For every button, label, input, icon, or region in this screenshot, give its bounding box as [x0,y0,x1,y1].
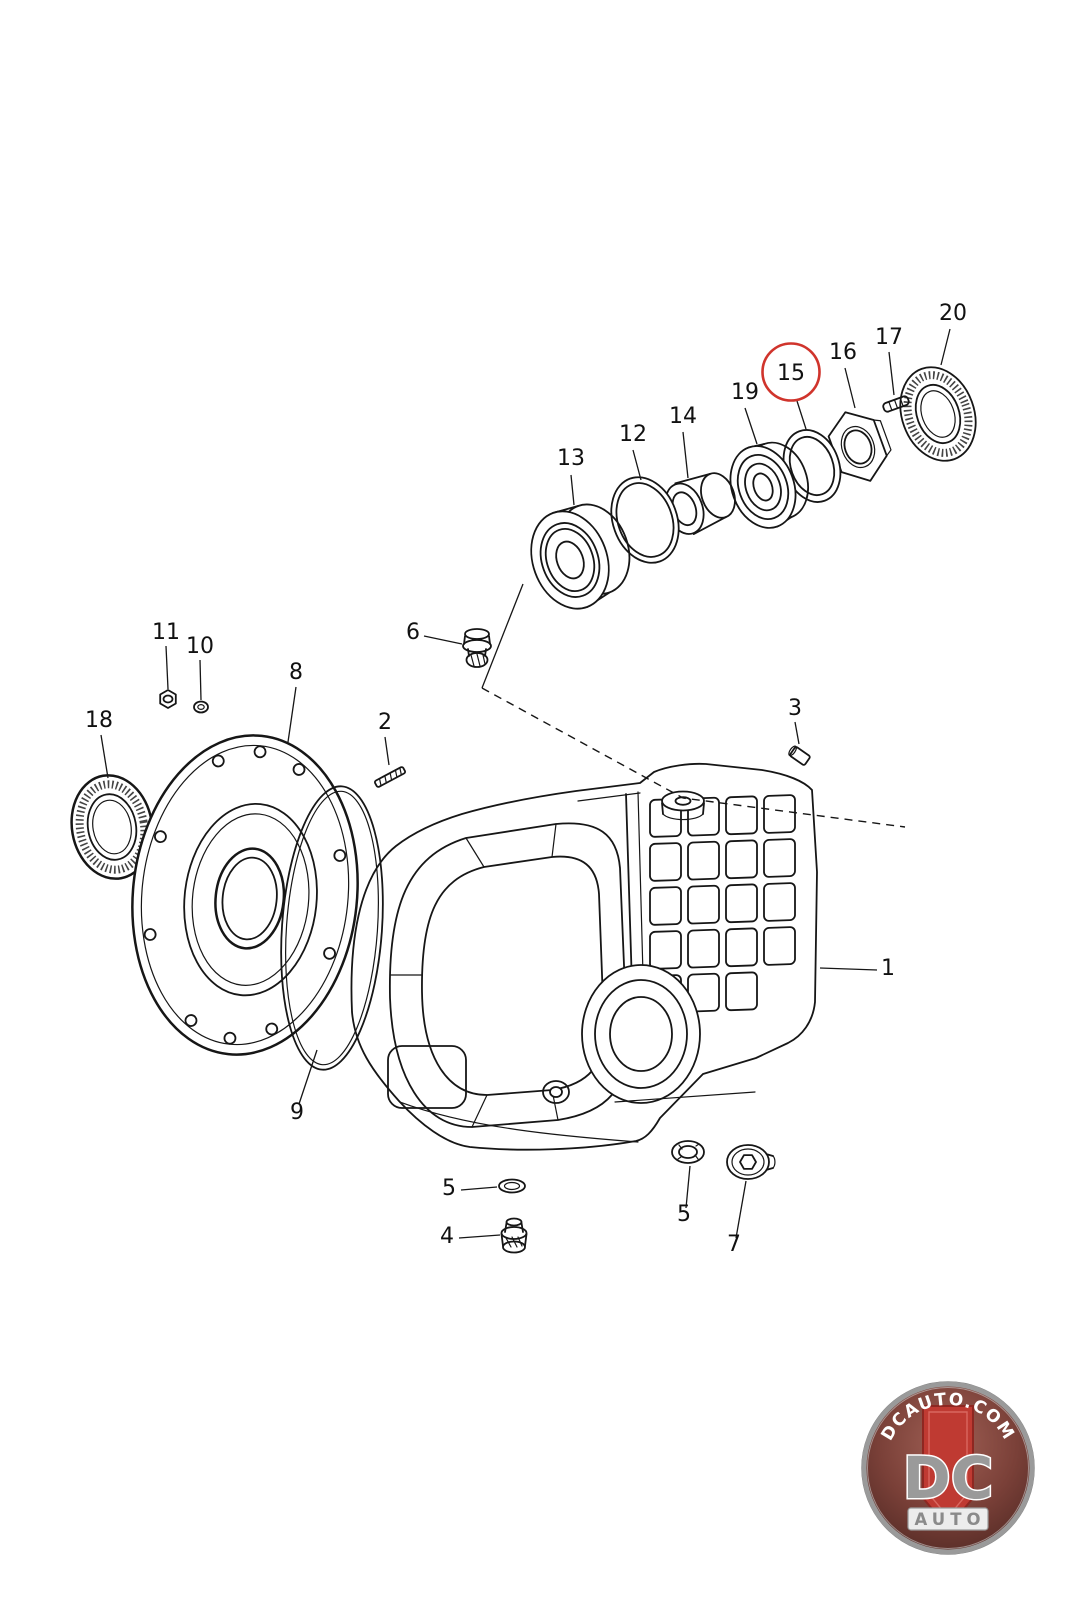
callout-15: 15 [777,361,805,386]
logo-shield-inner-line [928,1411,968,1519]
part-15-spacer-ring [782,429,842,503]
part-4-drain-plug [500,1217,528,1254]
part-8-cover-plate [131,734,359,1056]
callout-12: 12 [619,422,647,447]
dcauto-logo: DCAUTO.COM DC AUTO [861,1381,1035,1555]
callout-9: 9 [290,1100,304,1125]
part-3-dowel-pin [788,745,811,766]
leader-lines [100,328,951,1239]
part-12-snap-ring [610,476,680,564]
part-5-seal-washer-left [498,1178,526,1194]
part-18-seal-ring [70,774,154,880]
part-9-o-ring [280,785,384,1071]
part-1-final-drive-housing [350,762,818,1151]
part-20-shaft-seal [899,366,977,462]
part-10-washer [193,700,209,714]
callout-7: 7 [727,1232,741,1257]
part-7-filler-plug [726,1144,776,1180]
callout-5-left: 5 [442,1176,456,1201]
part-17-roll-pin [882,395,910,413]
callout-20: 20 [939,301,967,326]
callout-19: 19 [731,380,759,405]
part-2-stud [374,766,406,788]
logo-dc-text: DC [903,1444,994,1512]
logo-inner-ring [867,1387,1029,1549]
callout-1: 1 [881,956,895,981]
callouts: 13 12 14 19 15 16 17 20 11 10 8 18 2 6 3… [85,301,967,1257]
part-13-bearing [530,503,631,610]
assembly-axis-lines [481,583,906,828]
logo-auto-text: AUTO [915,1510,986,1529]
callout-2: 2 [378,710,392,735]
callout-14: 14 [669,404,697,429]
part-6-breather-valve [462,628,492,668]
part-16-hex-nut [827,411,892,482]
callout-3: 3 [788,696,802,721]
callout-11: 11 [152,620,180,645]
logo-auto-strip [907,1507,989,1531]
part-5-seal-washer-right [671,1140,705,1164]
callout-17: 17 [875,325,903,350]
callout-18: 18 [85,708,113,733]
callout-13: 13 [557,446,585,471]
highlight-circle-15 [761,342,821,402]
callout-5-right: 5 [677,1202,691,1227]
callout-8: 8 [289,660,303,685]
callout-16: 16 [829,340,857,365]
callout-6: 6 [406,620,420,645]
part-11-nut [159,689,177,709]
callout-10: 10 [186,634,214,659]
part-19-bearing [729,441,809,529]
callout-4: 4 [440,1224,454,1249]
